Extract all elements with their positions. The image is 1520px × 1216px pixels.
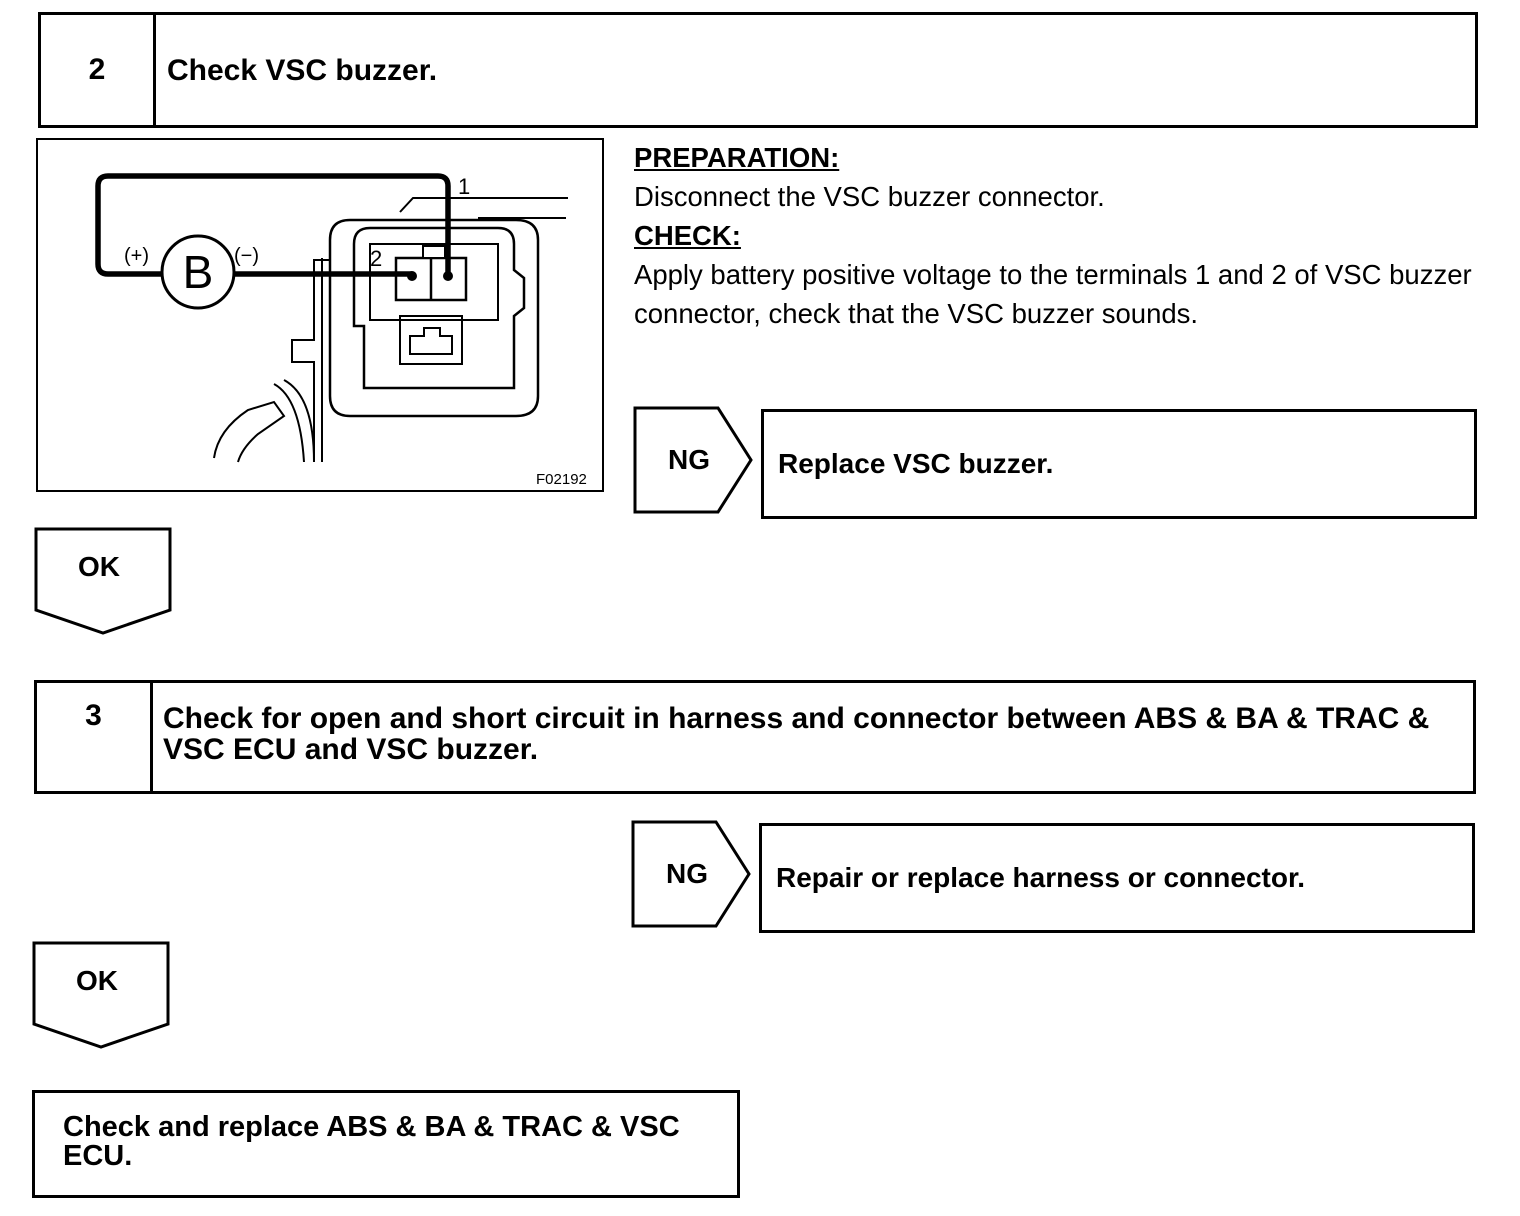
terminal-1-label: 1 bbox=[458, 174, 470, 199]
step-number: 2 bbox=[41, 15, 156, 125]
final-action-box: Check and replace ABS & BA & TRAC & VSC … bbox=[32, 1090, 740, 1198]
figure-code: F02192 bbox=[536, 471, 587, 488]
ok-arrow-step-3 bbox=[32, 941, 170, 1049]
ng-action-step-3: Repair or replace harness or connector. bbox=[759, 823, 1475, 933]
check-heading: CHECK: bbox=[634, 220, 741, 251]
step-title: Check VSC buzzer. bbox=[167, 54, 438, 87]
final-action-text: Check and replace ABS & BA & TRAC & VSC … bbox=[63, 1111, 680, 1172]
step-number-text: 3 bbox=[85, 699, 102, 732]
step-3-header: 3 Check for open and short circuit in ha… bbox=[34, 680, 1476, 794]
wiring-illustration: B (+) (−) 1 2 F02192 bbox=[95, 173, 587, 488]
preparation-text: Disconnect the VSC buzzer connector. bbox=[634, 181, 1105, 212]
ng-action-step-2: Replace VSC buzzer. bbox=[761, 409, 1477, 519]
negative-label: (−) bbox=[234, 245, 259, 267]
battery-symbol: B bbox=[183, 246, 214, 298]
ok-label-step-3: OK bbox=[76, 965, 118, 996]
preparation-heading: PREPARATION: bbox=[634, 142, 840, 173]
step-number: 3 bbox=[37, 683, 153, 791]
procedure-text: PREPARATION: Disconnect the VSC buzzer c… bbox=[634, 138, 1494, 333]
ng-arrow-step-3 bbox=[631, 820, 751, 928]
ng-label-step-2: NG bbox=[668, 444, 710, 475]
ng-label-step-3: NG bbox=[666, 858, 708, 889]
terminal-2-label: 2 bbox=[370, 246, 382, 271]
check-text: Apply battery positive voltage to the te… bbox=[634, 259, 1472, 329]
ng-action-text: Repair or replace harness or connector. bbox=[776, 862, 1306, 893]
step-title: Check for open and short circuit in harn… bbox=[163, 702, 1430, 766]
ng-action-text: Replace VSC buzzer. bbox=[778, 448, 1054, 479]
ok-label-step-2: OK bbox=[78, 551, 120, 582]
step-2-header: 2 Check VSC buzzer. bbox=[38, 12, 1478, 128]
connector-diagram: B (+) (−) 1 2 F02192 bbox=[36, 138, 604, 492]
ng-arrow-step-2 bbox=[633, 406, 753, 514]
ok-arrow-step-2 bbox=[34, 527, 172, 635]
positive-label: (+) bbox=[124, 245, 149, 267]
